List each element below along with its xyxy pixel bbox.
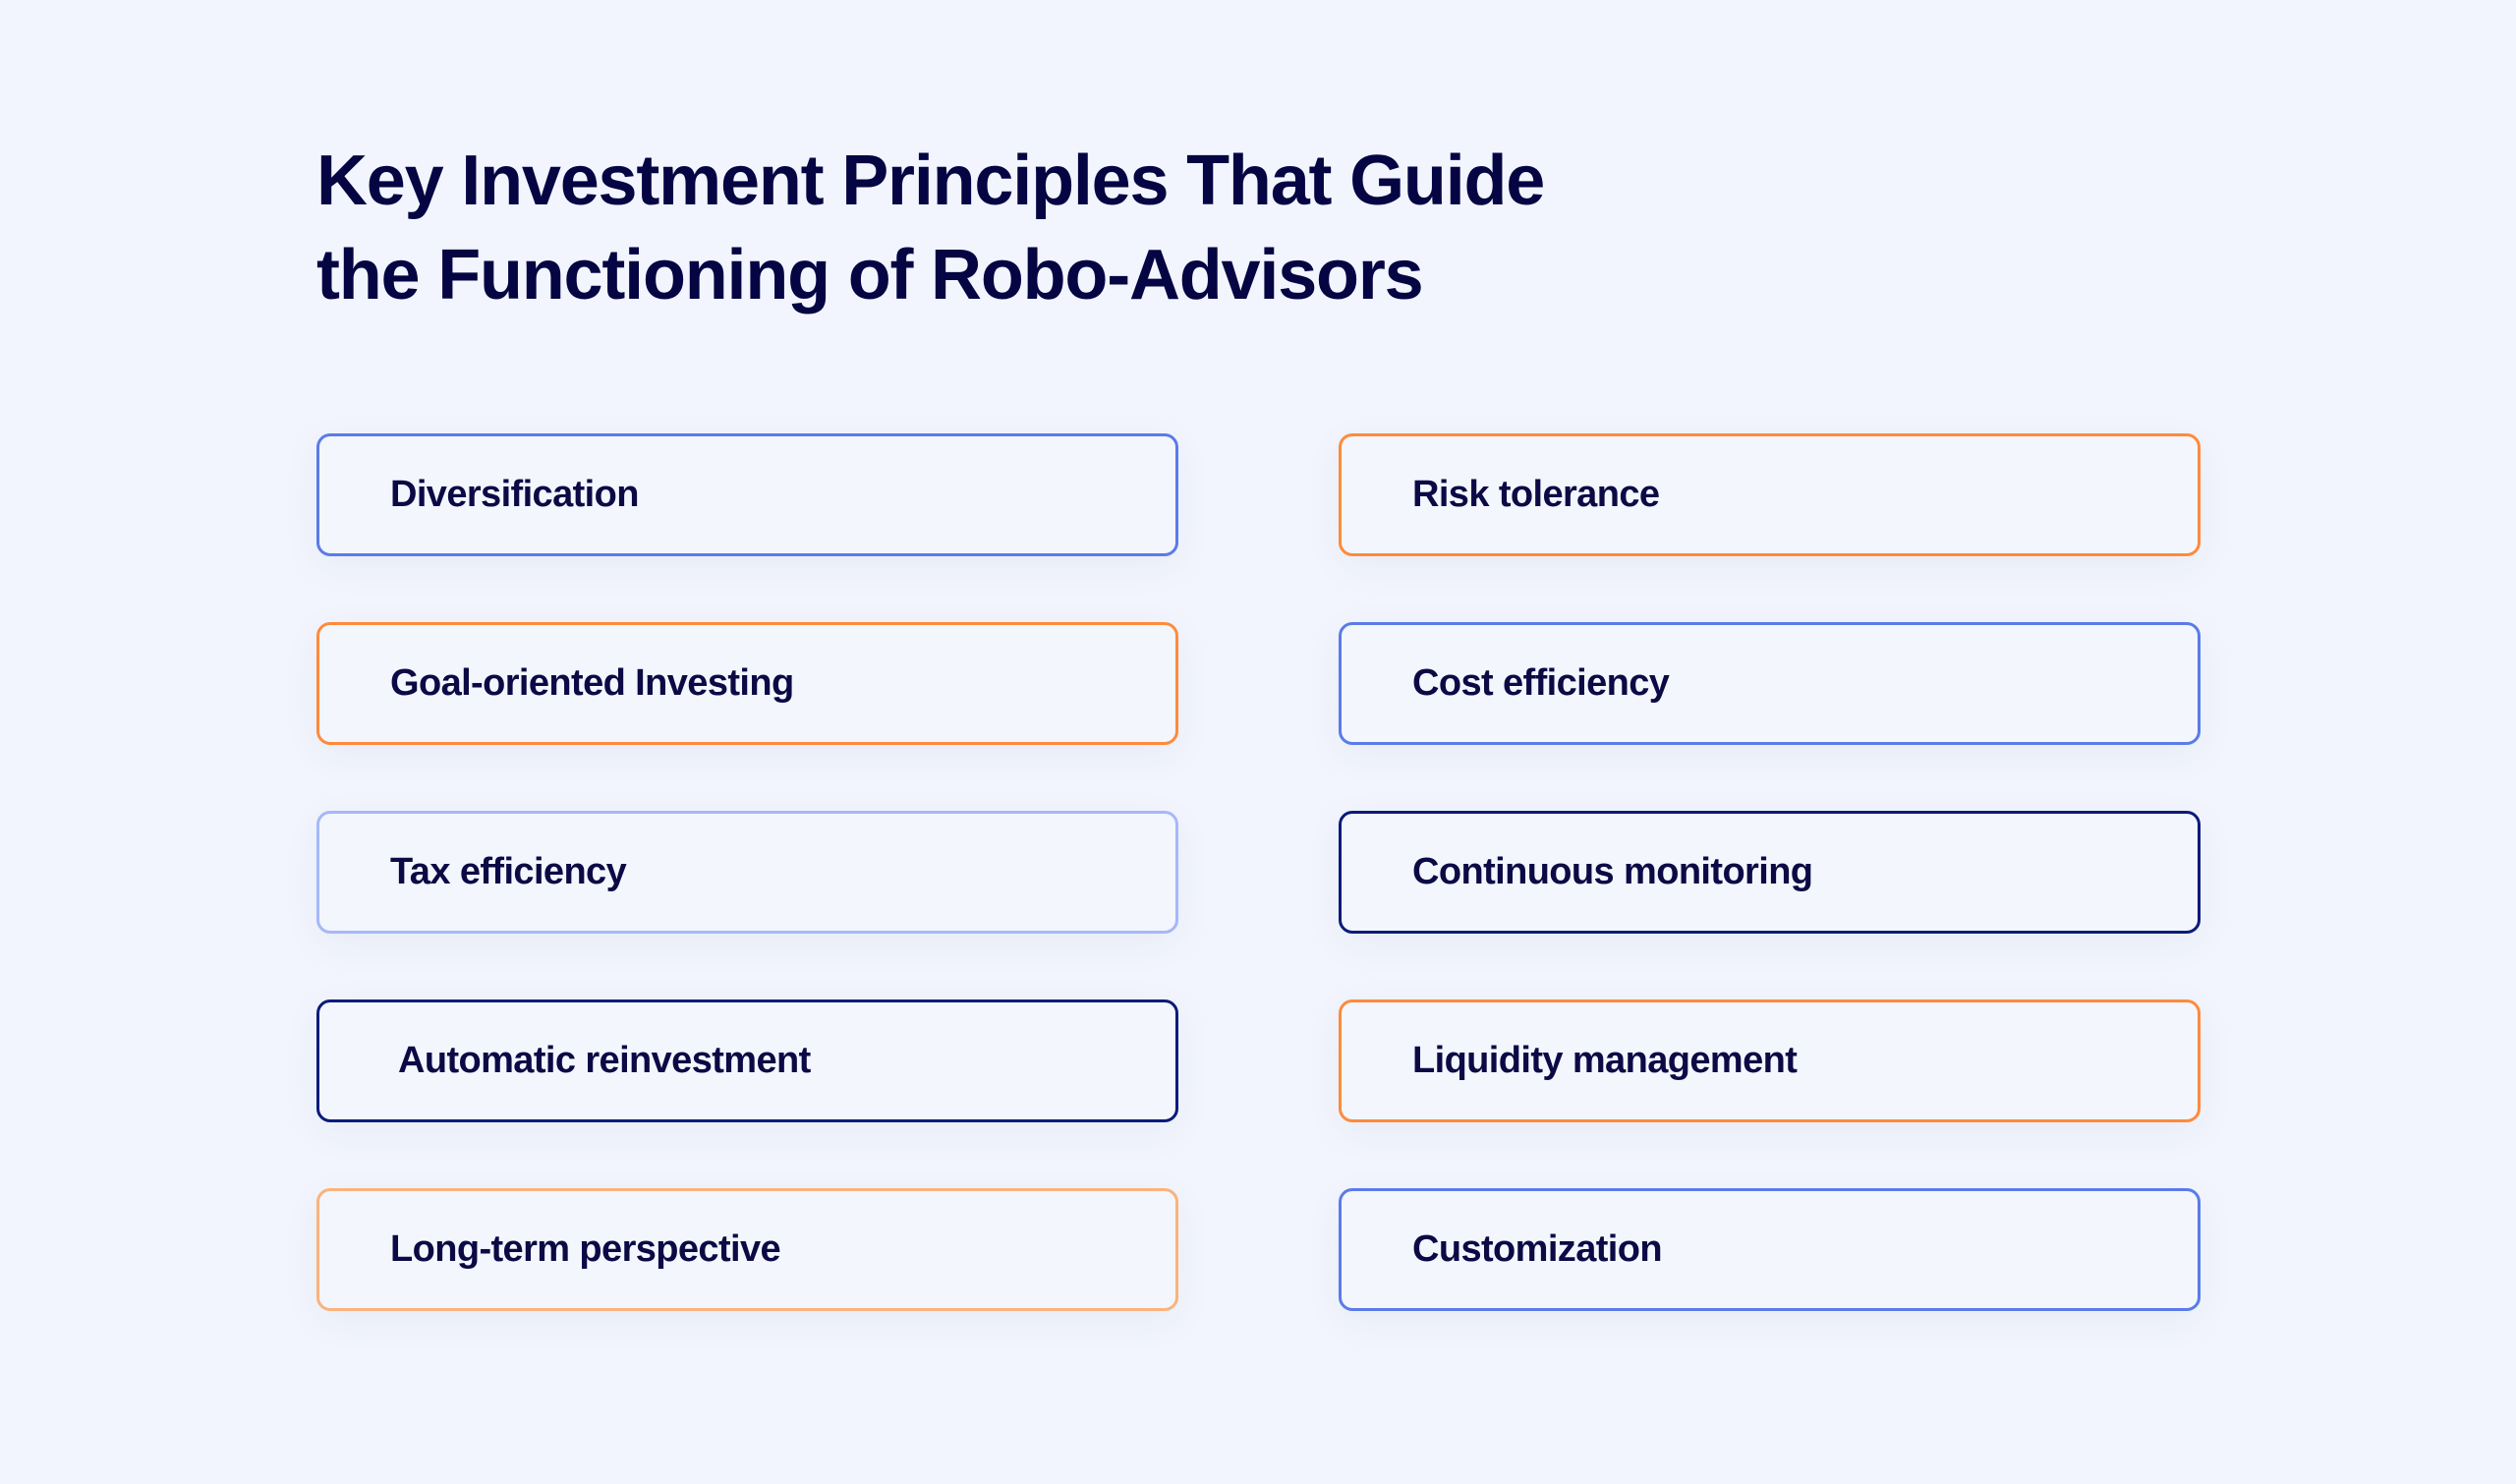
principle-card-liquidity-management: Liquidity management	[1339, 999, 2201, 1122]
page-title-line-2: the Functioning of Robo-Advisors	[316, 236, 1424, 314]
principle-card-automatic-reinvestment: Automatic reinvestment	[316, 999, 1178, 1122]
principle-label: Continuous monitoring	[1412, 851, 1813, 892]
principle-card-tax-efficiency: Tax efficiency	[316, 811, 1178, 934]
principle-card-goal-oriented-investing: Goal-oriented Investing	[316, 622, 1178, 745]
page-title-line-1: Key Investment Principles That Guide	[316, 142, 1545, 220]
principle-card-cost-efficiency: Cost efficiency	[1339, 622, 2201, 745]
principle-card-risk-tolerance: Risk tolerance	[1339, 433, 2201, 556]
principle-card-long-term-perspective: Long-term perspective	[316, 1188, 1178, 1311]
principle-label: Customization	[1412, 1228, 1663, 1270]
principle-card-customization: Customization	[1339, 1188, 2201, 1311]
principle-label: Tax efficiency	[390, 851, 627, 892]
principle-label: Automatic reinvestment	[398, 1040, 811, 1081]
principle-label: Risk tolerance	[1412, 474, 1660, 515]
principle-card-diversification: Diversification	[316, 433, 1178, 556]
principle-label: Long-term perspective	[390, 1228, 781, 1270]
principle-card-continuous-monitoring: Continuous monitoring	[1339, 811, 2201, 934]
principle-label: Goal-oriented Investing	[390, 662, 794, 704]
principle-label: Cost efficiency	[1412, 662, 1670, 704]
page-title: Key Investment Principles That Guide the…	[316, 134, 1545, 322]
principle-label: Liquidity management	[1412, 1040, 1798, 1081]
principle-label: Diversification	[390, 474, 639, 515]
